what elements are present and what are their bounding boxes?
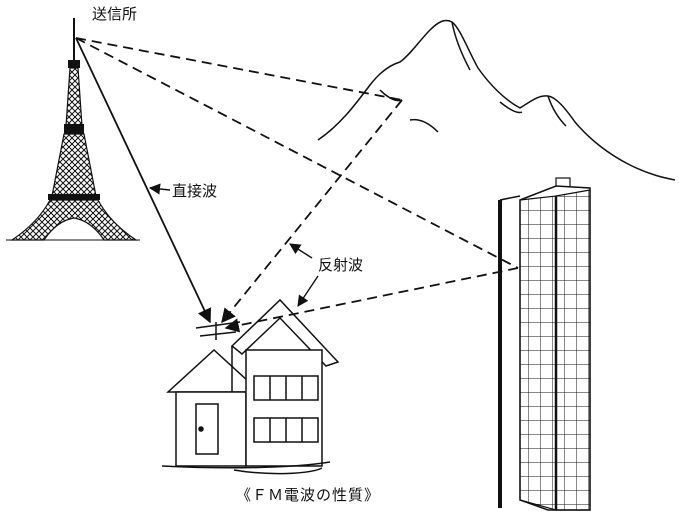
transmission-tower-icon (6, 18, 140, 241)
station-label: 送信所 (92, 5, 138, 23)
direct-wave-line (75, 37, 211, 324)
mountain-icon (317, 19, 676, 181)
reflected-wave-label: 反射波 (318, 256, 364, 274)
direct-wave-label: 直接波 (172, 182, 218, 200)
front-door (195, 403, 219, 455)
label-arrows (148, 183, 319, 307)
diagram-caption: 《ＦＭ電波の性質》 (236, 486, 381, 504)
reflected-wave-lines (75, 37, 519, 333)
high-rise-building-icon (498, 177, 591, 511)
house-icon (161, 298, 340, 475)
